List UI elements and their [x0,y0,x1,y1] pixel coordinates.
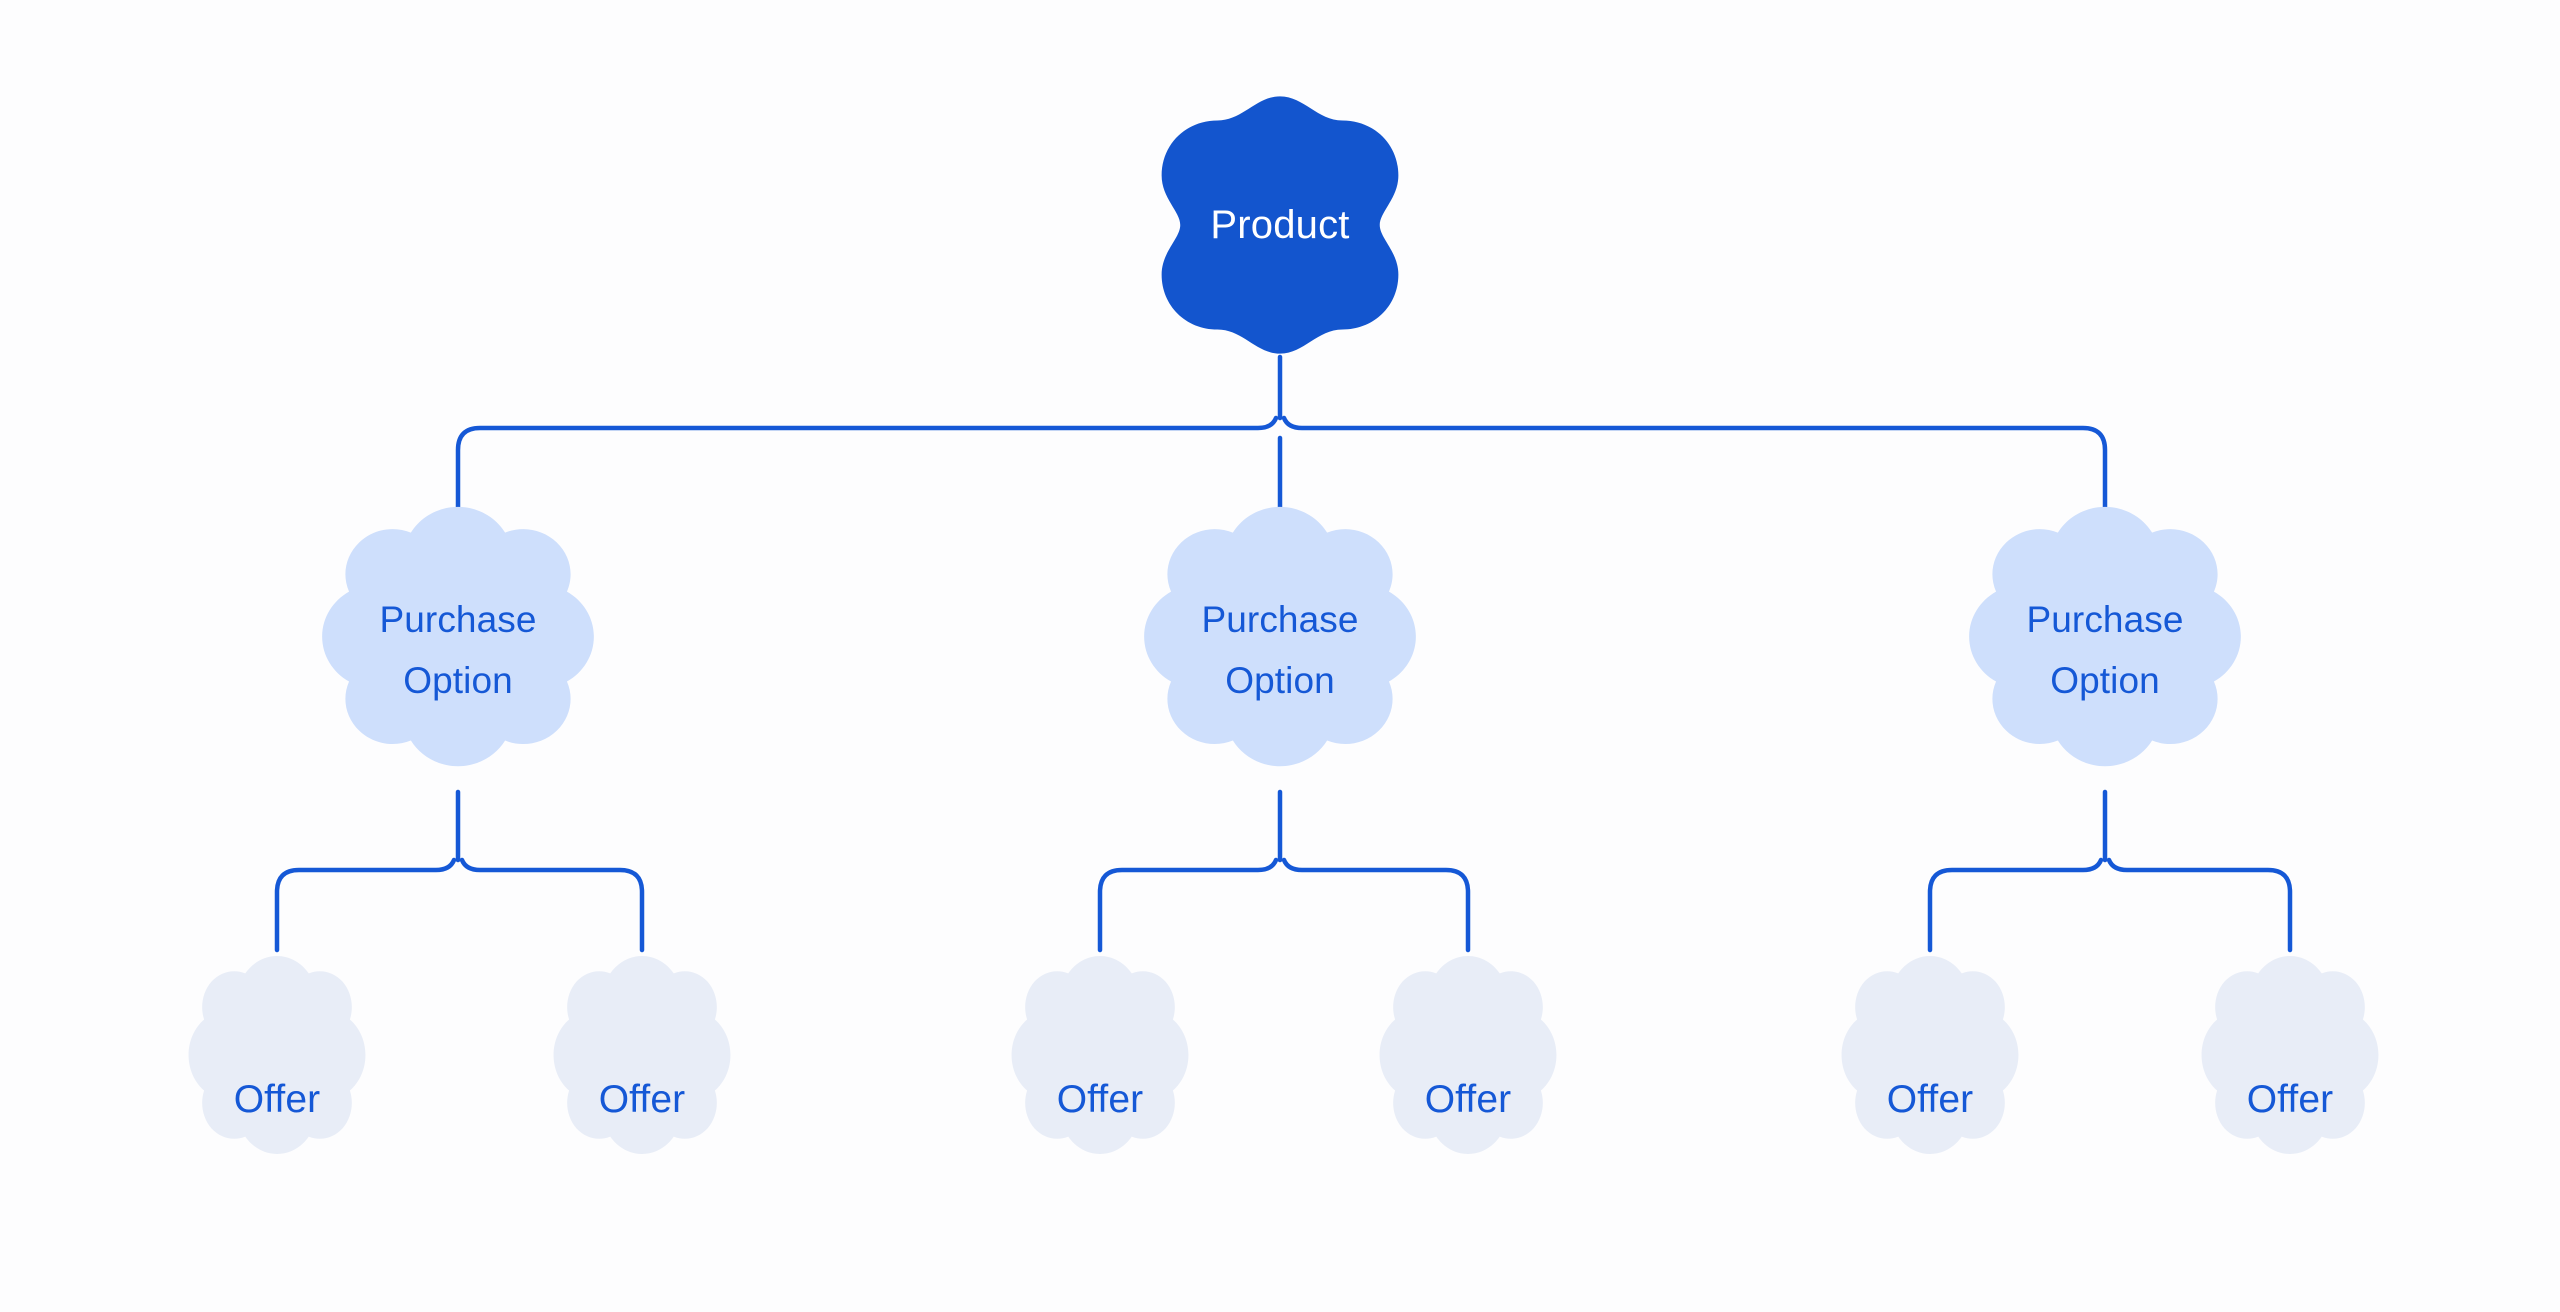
connector-option-2-bus-right [2106,857,2293,953]
connector-option-0-bus-left [274,857,457,953]
connector-level1-bus-left [455,415,1279,535]
connector-option-0-bus-right [459,857,645,953]
purchase-option-flower-shape [1969,506,2241,767]
offer-scallop-shape [553,956,731,1154]
purchase-option-flower-shape [322,506,594,767]
node-purchase-option-1[interactable]: Purchase Option [305,504,611,796]
connector-option-2-bus-left [1927,857,2104,953]
connector-option-1-bus-right [1281,857,1471,953]
node-offer-4[interactable]: Offer [1334,950,1602,1250]
node-offer-2[interactable]: Offer [508,950,776,1250]
node-offer-5[interactable]: Offer [1796,950,2064,1250]
offer-scallop-shape [2201,956,2379,1154]
node-product[interactable]: Product [1147,91,1413,359]
node-offer-1[interactable]: Offer [143,950,411,1250]
offer-scallop-shape [188,956,366,1154]
offer-scallop-shape [1379,956,1557,1154]
purchase-option-flower-shape [1144,506,1416,767]
offer-scallop-shape [1841,956,2019,1154]
product-blob-shape [1161,96,1399,354]
connector-level1-bus-right [1281,415,2108,535]
node-purchase-option-2[interactable]: Purchase Option [1127,504,1433,796]
node-offer-6[interactable]: Offer [2156,950,2424,1250]
node-offer-3[interactable]: Offer [966,950,1234,1250]
connector-option-1-bus-left [1097,857,1279,953]
node-purchase-option-3[interactable]: Purchase Option [1952,504,2258,796]
offer-scallop-shape [1011,956,1189,1154]
